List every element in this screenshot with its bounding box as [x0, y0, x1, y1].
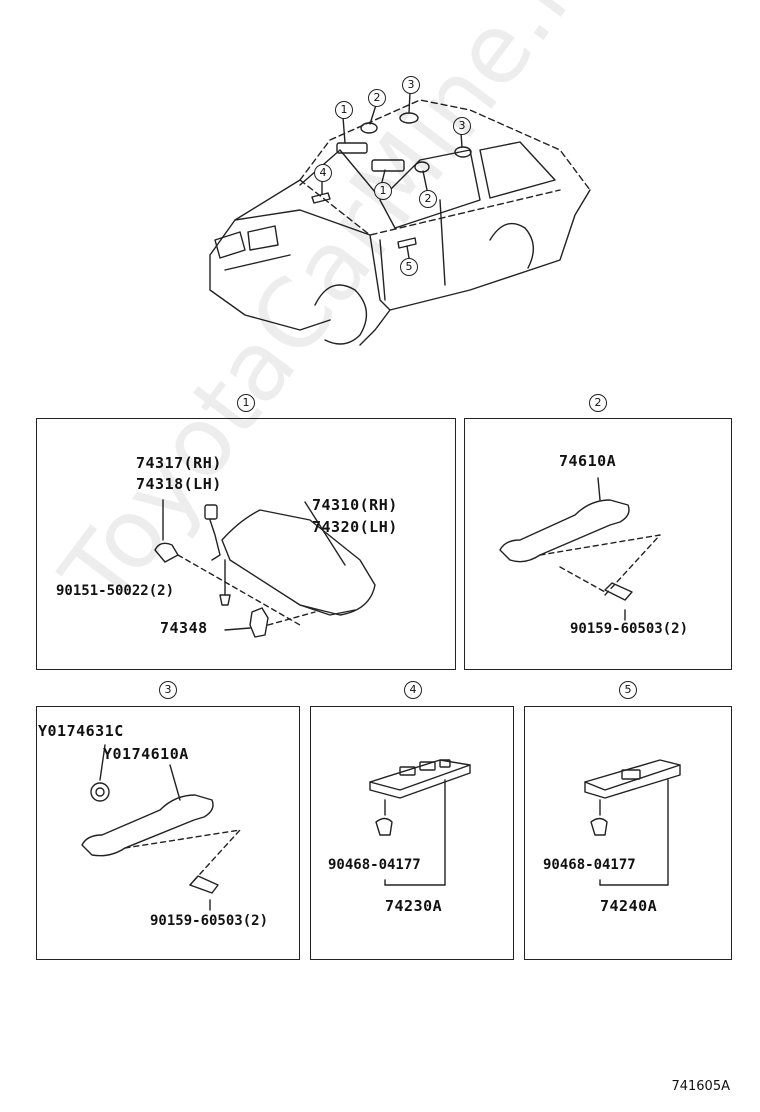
part-label: 90159-60503(2): [570, 621, 689, 637]
diagram-reference-code: 741605A: [671, 1079, 730, 1094]
panel-5-drawing: [584, 759, 681, 886]
panel-2-index: 2: [589, 394, 607, 412]
part-label: 74310(RH): [312, 496, 398, 514]
panel-4-drawing: [369, 759, 471, 886]
panel-3-box: [36, 706, 300, 960]
part-label: 74240A: [600, 897, 658, 915]
panel-5-box: [524, 706, 732, 960]
part-label: 90468-04177: [543, 857, 636, 873]
panel-3-drawing: [81, 744, 241, 911]
part-label: 74348: [160, 619, 208, 637]
part-label: 90468-04177: [328, 857, 421, 873]
part-label: 74610A: [559, 452, 617, 470]
panel-1-index: 1: [237, 394, 255, 412]
part-label: 90151-50022(2): [56, 583, 175, 599]
callout-2-side: 2: [419, 190, 437, 208]
panel-1-box: [36, 418, 456, 670]
panel-2-box: [464, 418, 732, 670]
callout-5-side: 5: [400, 258, 418, 276]
panel-4-index: 4: [404, 681, 422, 699]
callout-3-roof: 3: [402, 76, 420, 94]
panel-4-box: [310, 706, 514, 960]
part-label: 74318(LH): [136, 475, 222, 493]
panel-1-drawing: [154, 499, 376, 638]
panel-2-drawing: [499, 477, 661, 621]
panel-5-index: 5: [619, 681, 637, 699]
callout-4-front: 4: [314, 164, 332, 182]
part-label: 74230A: [385, 897, 443, 915]
panel-3-index: 3: [159, 681, 177, 699]
part-label: 90159-60503(2): [150, 913, 269, 929]
callout-2-roof: 2: [368, 89, 386, 107]
callout-3-rear: 3: [453, 117, 471, 135]
part-label: Y0174610A: [103, 745, 189, 763]
vehicle-overview-drawing: [209, 91, 591, 346]
callout-1-front: 1: [374, 182, 392, 200]
part-label: 74320(LH): [312, 518, 398, 536]
part-label: Y0174631C: [38, 722, 124, 740]
callout-1-roof: 1: [335, 101, 353, 119]
part-label: 74317(RH): [136, 454, 222, 472]
